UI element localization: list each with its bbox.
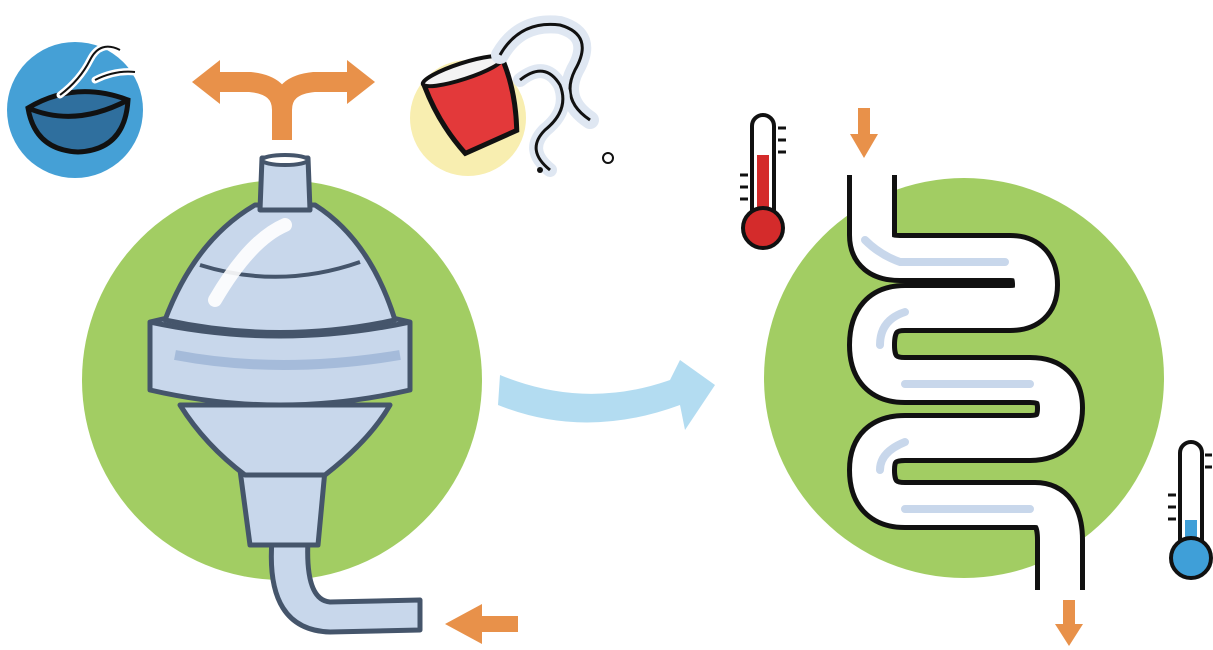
cup-with-steam-icon	[410, 24, 613, 176]
bowl-with-steam-icon	[7, 42, 143, 178]
hot-thermometer-icon	[740, 115, 786, 248]
outflow-arrow-icon	[850, 108, 878, 158]
fork-arrow-icon	[192, 60, 375, 140]
cold-thermometer-icon	[1168, 442, 1212, 578]
transition-arrow-icon	[498, 360, 715, 430]
outflow-arrow-icon	[1055, 600, 1083, 646]
inflow-arrow-icon	[445, 604, 518, 644]
